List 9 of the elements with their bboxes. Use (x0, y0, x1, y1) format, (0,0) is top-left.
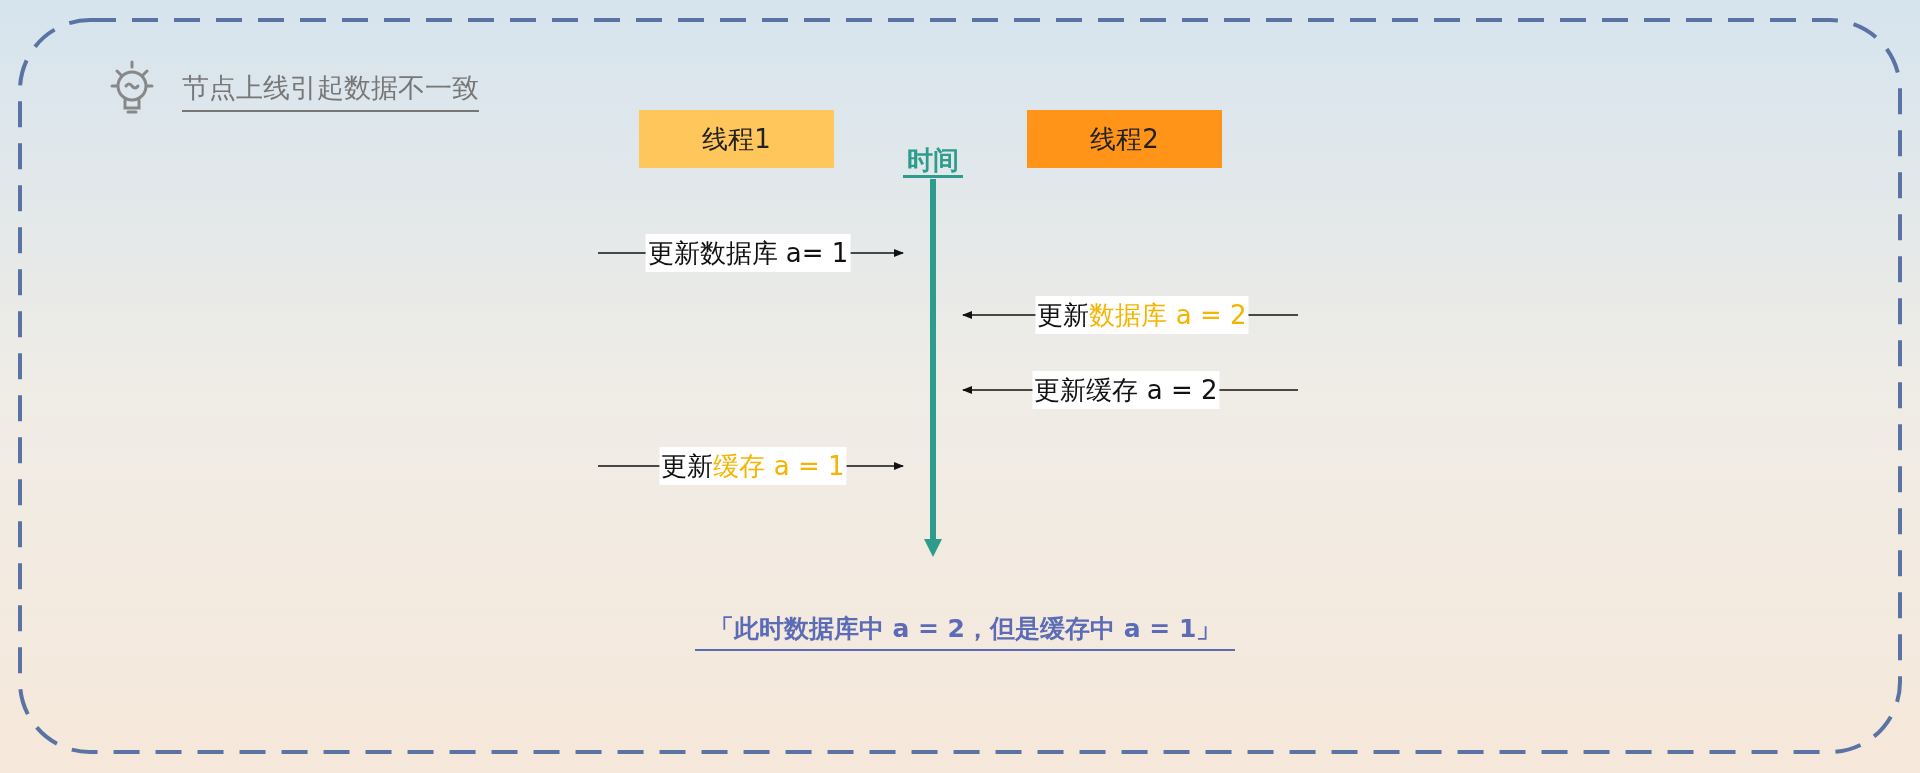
axis-label: 时间 (903, 145, 963, 178)
edge-label: 更新数据库 a = 2 (1035, 296, 1249, 334)
thread-box: 线程2 (1027, 110, 1222, 168)
edge-label: 更新数据库 a= 1 (645, 234, 851, 272)
thread-box: 线程1 (639, 110, 834, 168)
edge-label: 更新缓存 a = 2 (1032, 371, 1220, 409)
edge-label: 更新缓存 a = 1 (659, 447, 847, 485)
diagram-title: 节点上线引起数据不一致 (182, 70, 479, 112)
conclusion-note: 「此时数据库中 a = 2，但是缓存中 a = 1」 (694, 612, 1236, 651)
